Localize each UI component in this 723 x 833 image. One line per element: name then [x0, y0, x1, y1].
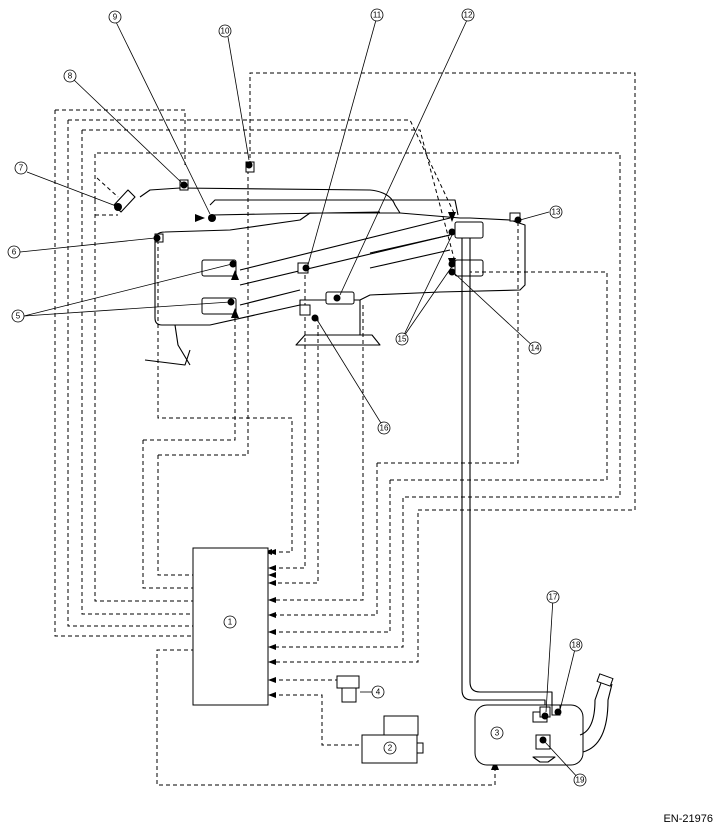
callout-6: 6	[7, 245, 21, 259]
intake-manifold-outline	[139, 187, 526, 366]
callout-18: 18	[569, 638, 583, 652]
svg-text:1: 1	[228, 618, 233, 627]
svg-text:6: 6	[12, 248, 17, 257]
callout-8: 8	[63, 69, 77, 83]
callout-3: 3	[490, 726, 504, 740]
svg-text:15: 15	[398, 335, 407, 344]
svg-text:11: 11	[373, 11, 382, 20]
svg-text:16: 16	[380, 424, 389, 433]
callout-19: 19	[573, 773, 587, 787]
callout-11: 11	[370, 8, 384, 22]
callout-5: 5	[11, 309, 25, 323]
sensor-4	[336, 675, 360, 703]
fuel-tank-3	[474, 673, 614, 766]
connection-dots	[114, 161, 562, 744]
callout-7: 7	[14, 161, 28, 175]
callout-4: 4	[371, 685, 385, 699]
leader-lines	[19, 19, 581, 781]
svg-text:18: 18	[572, 641, 581, 650]
callout-2: 2	[383, 741, 397, 755]
svg-text:9: 9	[113, 13, 118, 22]
svg-text:2: 2	[388, 744, 393, 753]
svg-text:17: 17	[549, 593, 558, 602]
svg-text:12: 12	[464, 11, 473, 20]
callout-15: 15	[395, 332, 409, 346]
svg-text:3: 3	[495, 729, 500, 738]
dashed-wiring-harness	[54, 72, 636, 786]
callout-13: 13	[549, 205, 563, 219]
callout-17: 17	[546, 590, 560, 604]
svg-text:5: 5	[16, 312, 21, 321]
callout-9: 9	[108, 10, 122, 24]
callout-16: 16	[377, 421, 391, 435]
svg-text:19: 19	[576, 776, 585, 785]
callout-1: 1	[223, 615, 237, 629]
callout-12: 12	[461, 8, 475, 22]
svg-text:10: 10	[221, 27, 230, 36]
fuel-pipes	[461, 238, 553, 712]
callout-10: 10	[218, 24, 232, 38]
svg-text:14: 14	[531, 344, 540, 353]
canister-2	[361, 715, 424, 764]
svg-text:4: 4	[376, 688, 381, 697]
svg-text:7: 7	[19, 164, 24, 173]
svg-text:8: 8	[68, 72, 73, 81]
callout-14: 14	[528, 341, 542, 355]
svg-text:13: 13	[552, 208, 561, 217]
figure-code: EN-21976	[663, 813, 713, 825]
